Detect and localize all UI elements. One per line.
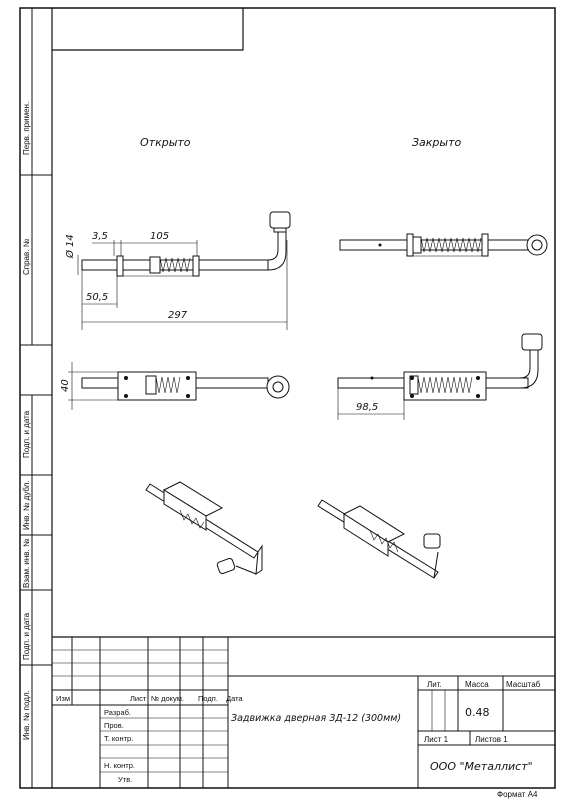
tb-organization: ООО "Металлист" bbox=[430, 760, 533, 773]
stamp-inv-no-podl: Инв. № подл. bbox=[22, 690, 31, 740]
tb-utv: Утв. bbox=[118, 775, 132, 784]
tb-col-izm: Изм bbox=[56, 694, 70, 703]
closed-top-view: 98,5 bbox=[337, 333, 543, 420]
tb-col-podp: Подп. bbox=[198, 694, 218, 703]
stamp-podp-i-data-1: Подп. и дата bbox=[22, 410, 31, 458]
tb-sheet: Лист 1 bbox=[424, 735, 449, 744]
side-stamp-column: Перв. примен. Справ. № Подп. и дата Инв.… bbox=[20, 8, 52, 788]
dim-3-5: 3,5 bbox=[92, 231, 108, 242]
stamp-vzam-inv-no: Взам. инв. № bbox=[22, 538, 31, 588]
stamp-podp-i-data-2: Подп. и дата bbox=[22, 612, 31, 660]
tb-prov: Пров. bbox=[104, 721, 124, 730]
tb-scale-label: Масштаб bbox=[506, 680, 541, 689]
stamp-inv-no-dubl: Инв. № дубл. bbox=[22, 480, 31, 530]
tb-col-no-dokum: № докум. bbox=[151, 694, 184, 703]
tb-mass-value: 0.48 bbox=[465, 706, 490, 719]
dim-40: 40 bbox=[60, 379, 71, 392]
top-stamp-box bbox=[52, 8, 244, 51]
caption-open: Открыто bbox=[140, 136, 191, 149]
dim-98-5: 98,5 bbox=[356, 402, 378, 413]
open-front-view: 297 50,5 3,5 105 Ø 14 bbox=[64, 211, 291, 330]
tb-t-kontr: Т. контр. bbox=[104, 734, 133, 743]
tb-col-data: Дата bbox=[226, 694, 243, 703]
outer-frame bbox=[19, 7, 556, 789]
tb-mass-label: Масса bbox=[465, 680, 489, 689]
title-block: Изм Лист № докум. Подп. Дата Разраб. Про… bbox=[52, 636, 555, 788]
open-top-view: 40 bbox=[60, 362, 290, 410]
tb-col-list: Лист bbox=[130, 694, 147, 703]
closed-iso-view bbox=[317, 499, 441, 579]
dim-105: 105 bbox=[150, 231, 169, 242]
stamp-perv-primen: Перв. примен. bbox=[22, 102, 31, 155]
closed-front-view bbox=[339, 233, 548, 257]
tb-razrab: Разраб. bbox=[104, 708, 131, 717]
open-iso-view bbox=[145, 481, 263, 575]
tb-sheets: Листов 1 bbox=[475, 735, 508, 744]
dim-297: 297 bbox=[168, 310, 188, 321]
tb-designation: Задвижка дверная ЗД-12 (300мм) bbox=[231, 713, 401, 724]
stamp-sprav-no: Справ. № bbox=[22, 238, 31, 275]
format-label: Формат А4 bbox=[497, 790, 538, 799]
dim-50-5: 50,5 bbox=[86, 292, 108, 303]
tb-lit-label: Лит. bbox=[427, 680, 442, 689]
caption-closed: Закрыто bbox=[412, 136, 462, 149]
dim-diameter: Ø 14 bbox=[64, 234, 76, 259]
tb-n-kontr: Н. контр. bbox=[104, 761, 135, 770]
